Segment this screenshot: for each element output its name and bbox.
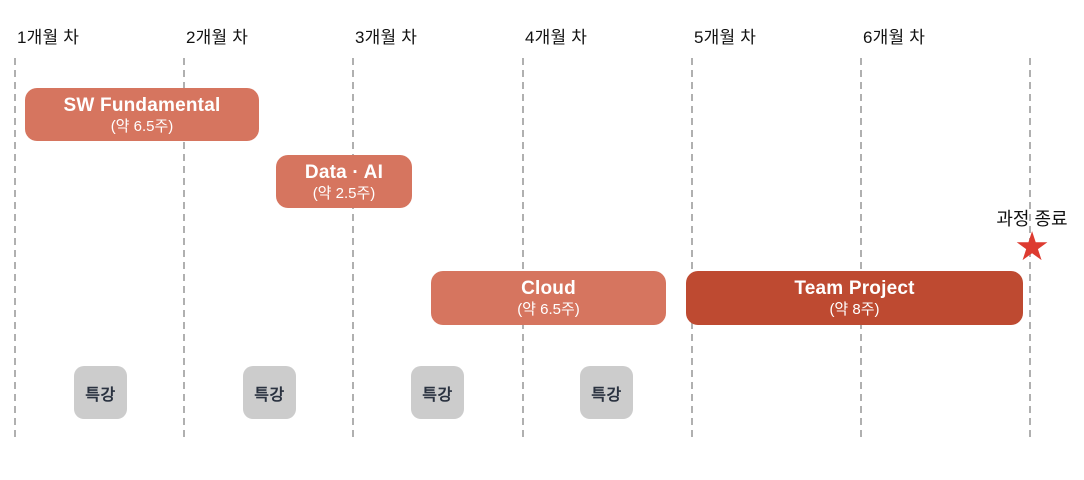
course-duration: (약 8주) (829, 301, 880, 318)
course-title: Cloud (521, 278, 576, 299)
month-divider-line (860, 58, 862, 438)
month-label-5: 5개월 차 (694, 28, 757, 47)
course-end-label: 과정 종료 (996, 209, 1068, 229)
month-label-4: 4개월 차 (525, 28, 588, 47)
special-lecture-badge-4: 특강 (580, 366, 633, 419)
month-label-1: 1개월 차 (17, 28, 80, 47)
course-duration: (약 6.5주) (517, 301, 580, 318)
month-divider-line (352, 58, 354, 438)
special-lecture-badge-2: 특강 (243, 366, 296, 419)
month-divider-line (691, 58, 693, 438)
course-title: SW Fundamental (63, 94, 221, 116)
month-divider-line (1029, 58, 1031, 438)
course-duration: (약 2.5주) (312, 184, 376, 202)
course-bar-cloud: Cloud (약 6.5주) (431, 271, 666, 325)
course-bar-sw-fundamental: SW Fundamental(약 6.5주) (25, 88, 259, 141)
month-divider-line (522, 58, 524, 438)
month-label-6: 6개월 차 (863, 28, 926, 47)
special-lecture-badge-3: 특강 (411, 366, 464, 419)
special-lecture-badge-1: 특강 (74, 366, 127, 419)
month-divider-line (14, 58, 16, 438)
course-duration: (약 6.5주) (110, 117, 174, 135)
month-label-3: 3개월 차 (355, 28, 418, 47)
month-label-2: 2개월 차 (186, 28, 249, 47)
course-bar-team-project: Team Project (약 8주) (686, 271, 1023, 325)
course-end-star-icon: ★ (1014, 225, 1050, 269)
course-title: Team Project (794, 278, 915, 299)
course-bar-data-ai: Data · AI(약 2.5주) (276, 155, 412, 208)
course-title: Data · AI (304, 161, 384, 183)
month-divider-line (183, 58, 185, 438)
